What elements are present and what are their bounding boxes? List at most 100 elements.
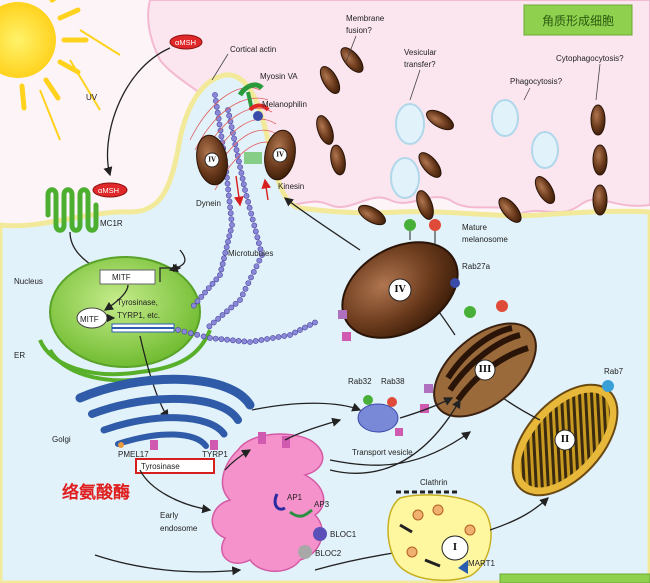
stage1-vesicle-d [406,546,418,558]
clathrin-label: Clathrin [420,478,448,487]
microtubule-bead [259,252,265,258]
microtubules-label: Microtubules [228,249,273,258]
microtubule-bead [253,263,260,270]
stage4-marker-b [342,332,351,341]
bloc2-complex [298,545,312,559]
microtubule-bead [225,192,232,199]
microtubule-bead [257,246,264,252]
keratinocyte-melanosome [592,144,608,176]
stage1-fibril-b [424,558,441,568]
microtubule-bead [250,268,257,275]
microtubule-bead [312,319,318,326]
keratinocyte-label: 角质形成细胞 [542,14,614,28]
tyrp1-label: TYRP1 [202,450,228,459]
microtubule-bead [207,335,213,341]
membrane-fusion-label-1: Membrane [346,14,385,23]
microtubule-bead [248,210,255,217]
bottom-label-box [499,573,650,583]
early-endosome-label-1: Early [160,511,178,520]
stage1-fibril-a [399,523,413,534]
membrane-fusion-label-2: fusion? [346,26,372,35]
microtubule-bead [217,127,224,134]
mature-melanosome-label-2: melanosome [462,235,508,244]
microtubule-bead [245,198,251,205]
microtubule-bead [213,276,220,283]
keratinocyte-melanosome [316,115,334,145]
membrane-fusion-pointer [345,35,357,63]
microtubule-bead [238,169,245,176]
keratinocyte-melanosome [340,47,364,73]
microtubule-bead [297,327,303,333]
microtubule-bead [233,147,240,153]
nucleus-to-golgi-arrow [139,335,169,420]
stage1-core [441,535,469,561]
rab-green-1 [404,219,416,231]
keratinocyte-melanosome [416,190,434,220]
amsh-label: αMSH [175,38,196,47]
microtubule-bead [212,92,218,98]
bloc1-label: BLOC1 [330,530,357,539]
microtubule-bead [226,198,233,205]
microtubule-bead [223,244,230,251]
microtubule-bead [281,333,288,339]
microtubule-bead [224,180,231,187]
amsh-to-receptor-arrow [103,47,171,177]
ap1-label: AP1 [287,493,303,502]
endosome-to-stage3-arrow [329,398,461,474]
dynein-arrow [233,175,244,207]
microtubule-bead [249,216,256,223]
stage4-label: IV [394,285,406,295]
microtubule-bead [237,164,243,170]
golgi-to-vesicle-arrow [251,402,362,412]
pmel17-label: PMEL17 [118,450,149,459]
bottom-golgi-arrow [94,554,242,576]
tyrp1-gene-label: TYRP1, etc. [117,311,160,320]
stage3-marker-a [424,384,433,393]
microtubule-bead [258,337,265,343]
tyrp1-to-endosome-arrow [224,449,252,471]
microtubule-bead [206,323,213,330]
transport-vesicle [357,395,403,436]
microtubule-bead [237,297,243,303]
stage1-to-stage2-arrow [489,497,549,531]
early-endosome-label-2: endosome [160,524,198,533]
keratinocyte-melanosome [319,66,341,94]
stage1-label: I [453,543,457,553]
rab38-label: Rab38 [381,377,405,386]
microtubule-bead [225,107,231,113]
keratinocyte-melanosome [330,144,346,176]
microtubule-bead [226,233,233,239]
rab32-label: Rab32 [348,377,372,386]
microtubule-bead [229,337,236,344]
microtubule-bead [252,338,259,344]
microtubule-bead [225,238,231,245]
ap3-adaptor [289,508,313,518]
microtubule-bead [187,330,194,337]
melanophilin [248,103,270,112]
rab7-marker [602,380,614,392]
microtubule-bead [255,240,262,247]
stage3-rab-b [496,300,508,312]
microtubule-bead [212,335,219,342]
stage3-marker-b [420,404,429,413]
cytophagocytosis-label: Cytophagocytosis? [556,54,624,63]
pmel17-dot [118,442,124,448]
nucleus-label: Nucleus [14,277,43,286]
microtubule-bead [245,280,252,286]
uv-label: UV [86,93,98,102]
microtubule-bead [218,133,225,140]
microtubule-bead [214,109,221,116]
microtubule-bead [213,103,220,110]
stage4-to-kinesin-arrow [283,197,361,251]
nucleus [49,256,201,368]
microtubule-bead [275,334,282,340]
microtubule-bead [228,304,235,311]
microtubule-to-nucleus-arrow [168,249,186,273]
stage3-label: III [479,365,492,375]
keratinocyte-melanosome [426,109,454,131]
endosome-marker-2 [282,436,290,448]
microtubule-bead [239,175,246,182]
melanophilin-label: Melanophilin [262,100,307,109]
er-label: ER [14,351,25,360]
